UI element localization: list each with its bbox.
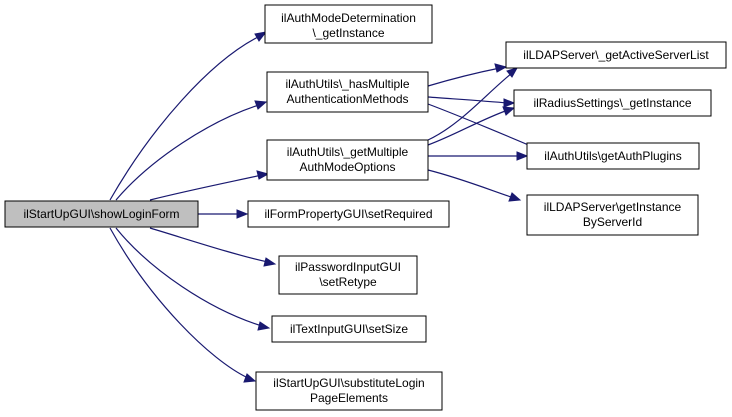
arrowhead-has-radius — [503, 98, 516, 108]
arrowhead-auth-mode — [254, 31, 268, 42]
arrowhead-has-ldap — [494, 63, 508, 73]
node-has-multiple-line2: AuthenticationMethods — [286, 92, 408, 106]
node-ldap-instance[interactable]: ilLDAPServer\getInstance ByServerId — [526, 194, 699, 236]
node-text-size[interactable]: ilTextInputGUI\setSize — [271, 315, 427, 343]
node-substitute[interactable]: ilStartUpGUI\substituteLogin PageElement… — [255, 371, 443, 411]
edge-has-multiple-to-radius — [427, 96, 509, 104]
edge-root-to-substitute — [109, 227, 249, 379]
node-password-retype-line2: \setRetype — [319, 275, 377, 289]
arrowhead-get-plugins — [516, 151, 529, 161]
node-get-multiple-line1: ilAuthUtils\_getMultiple — [287, 145, 409, 159]
arrowhead-has-multiple — [254, 100, 268, 110]
edge-get-multiple-to-radius — [427, 109, 509, 146]
edge-root-to-password-retype — [149, 227, 269, 263]
node-auth-mode[interactable]: ilAuthModeDetermination \_getInstance — [264, 4, 433, 44]
node-radius[interactable]: ilRadiusSettings\_getInstance — [513, 89, 712, 117]
edge-get-multiple-to-ldap-active — [427, 72, 513, 141]
node-auth-plugins[interactable]: ilAuthUtils\getAuthPlugins — [526, 142, 700, 170]
arrowhead-get-multiple — [256, 170, 270, 180]
edge-get-multiple-to-ldap-instance — [427, 169, 515, 199]
edge-root-to-text-size — [115, 227, 263, 327]
arrowhead-get-ldap — [506, 67, 519, 78]
nodes-layer: ilStartUpGUI\showLoginForm ilAuthModeDet… — [4, 4, 727, 411]
arrowhead-substitute — [243, 373, 257, 383]
arrowhead-password-retype — [263, 257, 277, 267]
arrowhead-form-required — [236, 209, 249, 219]
node-text-size-label: ilTextInputGUI\setSize — [290, 322, 408, 336]
node-root-label: ilStartUpGUI\showLoginForm — [23, 207, 179, 221]
arrowhead-get-ldapinst — [508, 192, 522, 202]
node-ldap-instance-line2: ByServerId — [583, 215, 642, 229]
node-auth-mode-line2: \_getInstance — [312, 26, 384, 40]
node-get-multiple-line2: AuthModeOptions — [299, 160, 395, 174]
node-form-required[interactable]: ilFormPropertyGUI\setRequired — [247, 200, 450, 228]
node-password-retype-line1: ilPasswordInputGUI — [295, 260, 401, 274]
node-auth-mode-line1: ilAuthModeDetermination — [281, 11, 416, 25]
node-form-required-label: ilFormPropertyGUI\setRequired — [264, 207, 432, 221]
node-get-multiple[interactable]: ilAuthUtils\_getMultiple AuthModeOptions — [266, 139, 429, 181]
node-substitute-line1: ilStartUpGUI\substituteLogin — [273, 376, 424, 390]
node-ldap-active-label: ilLDAPServer\_getActiveServerList — [523, 48, 709, 62]
node-root[interactable]: ilStartUpGUI\showLoginForm — [4, 200, 199, 228]
node-ldap-active[interactable]: ilLDAPServer\_getActiveServerList — [505, 41, 727, 69]
edge-has-multiple-to-ldap-active — [427, 67, 501, 87]
node-ldap-instance-line1: ilLDAPServer\getInstance — [544, 200, 682, 214]
arrowhead-get-radius — [502, 106, 516, 116]
node-auth-plugins-label: ilAuthUtils\getAuthPlugins — [544, 149, 681, 163]
edges-layer — [109, 31, 547, 383]
edge-root-to-get-multiple — [149, 174, 263, 201]
edge-root-to-auth-mode — [109, 34, 263, 201]
node-radius-label: ilRadiusSettings\_getInstance — [533, 96, 691, 110]
node-substitute-line2: PageElements — [310, 391, 388, 405]
node-has-multiple[interactable]: ilAuthUtils\_hasMultiple AuthenticationM… — [266, 71, 429, 113]
edge-root-to-has-multiple — [115, 103, 263, 201]
arrowhead-text-size — [257, 321, 271, 331]
node-has-multiple-line1: ilAuthUtils\_hasMultiple — [285, 77, 409, 91]
node-password-retype[interactable]: ilPasswordInputGUI \setRetype — [278, 255, 418, 295]
